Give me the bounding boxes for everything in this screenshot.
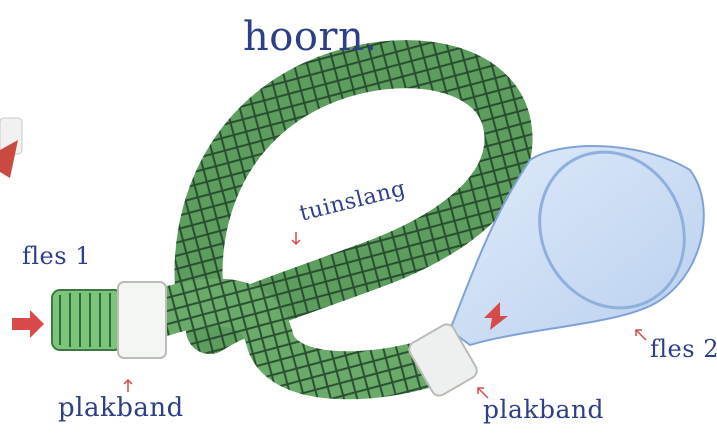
label-plakband-right: plakband xyxy=(483,395,604,424)
partial-object-left xyxy=(0,118,22,178)
bottle-1-neck xyxy=(52,282,166,358)
arrow-in-icon xyxy=(12,310,44,338)
label-plakband-left: plakband xyxy=(58,393,184,423)
label-fles-1: fles 1 xyxy=(22,242,91,270)
label-fles-2: fles 2 xyxy=(650,335,717,363)
tape-left xyxy=(118,282,166,358)
page-title: hoorn. xyxy=(243,14,378,60)
